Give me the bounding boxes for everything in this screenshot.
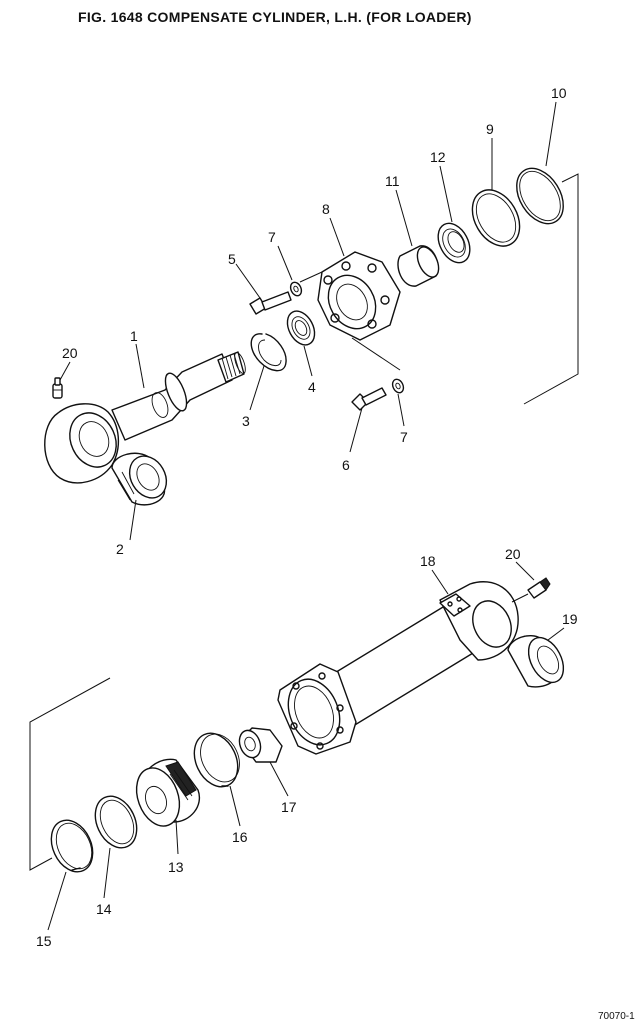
bolt-6 <box>351 387 387 411</box>
assembly-bracket-right <box>523 173 579 405</box>
callout-6: 6 <box>342 457 350 473</box>
callout-9: 9 <box>486 121 494 137</box>
bushing-19 <box>507 634 565 688</box>
oil-seal-4 <box>286 310 316 346</box>
callout-8: 8 <box>322 201 330 217</box>
callout-15: 15 <box>36 933 52 949</box>
nut-17 <box>238 727 283 763</box>
cylinder-head <box>317 251 401 341</box>
wear-ring-16 <box>193 732 240 788</box>
callout-19: 19 <box>562 611 578 627</box>
callout-10: 10 <box>551 85 567 101</box>
washer-7-lower <box>391 378 405 394</box>
callout-16: 16 <box>232 829 248 845</box>
snap-ring-3 <box>250 333 287 372</box>
cylinder-tube <box>277 581 519 755</box>
bushing-rod-end <box>111 452 168 506</box>
callout-leaders <box>47 101 565 931</box>
callout-18: 18 <box>420 553 436 569</box>
o-ring-10 <box>516 167 564 225</box>
callout-20-lower: 20 <box>505 546 521 562</box>
grease-fitting-lower <box>511 577 551 603</box>
callout-11: 11 <box>385 173 400 189</box>
grease-fitting-upper <box>52 377 63 399</box>
bushing-11 <box>397 245 440 287</box>
callout-13: 13 <box>168 859 184 875</box>
callout-4: 4 <box>308 379 316 395</box>
callout-2: 2 <box>116 541 124 557</box>
callout-7-lower: 7 <box>400 429 408 445</box>
bolt-5 <box>249 291 292 315</box>
figure-title: FIG. 1648 COMPENSATE CYLINDER, L.H. (FOR… <box>78 9 472 25</box>
callout-12: 12 <box>430 149 446 165</box>
washer-7-upper <box>289 281 303 297</box>
callout-3: 3 <box>242 413 250 429</box>
callout-1: 1 <box>130 328 138 344</box>
callout-17: 17 <box>281 799 297 815</box>
callout-5: 5 <box>228 251 236 267</box>
ring-14 <box>94 795 138 849</box>
seal-12 <box>437 222 471 264</box>
ring-9 <box>471 189 521 247</box>
piston-rod <box>44 351 246 484</box>
piston-13 <box>135 758 201 827</box>
callout-20-upper: 20 <box>62 345 78 361</box>
leader-head-to-bolt <box>351 337 401 371</box>
callout-7-upper: 7 <box>268 229 276 245</box>
corner-reference: 70070-1 <box>598 1011 635 1020</box>
snap-ring-15 <box>50 819 94 873</box>
leader-washer-to-head <box>299 271 323 283</box>
callout-14: 14 <box>96 901 112 917</box>
assembly-bracket-left <box>29 677 111 871</box>
